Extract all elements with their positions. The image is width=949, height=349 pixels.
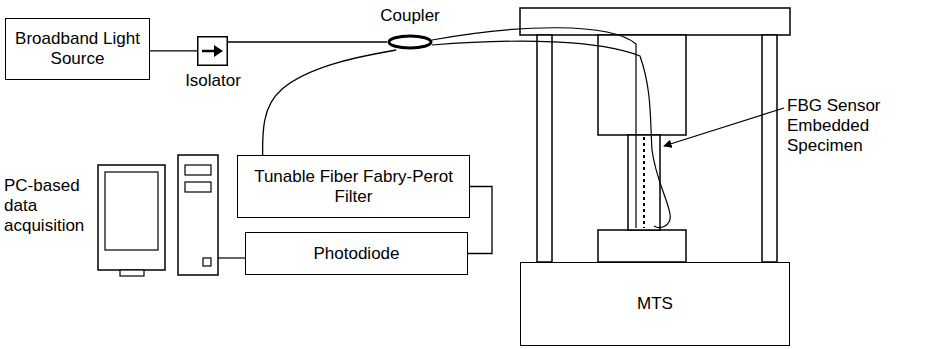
direction-arrowhead xyxy=(214,45,223,57)
pc-tower xyxy=(178,155,218,275)
isolator: Isolator xyxy=(180,36,246,92)
text-group: MTS xyxy=(637,294,673,314)
box-label: Tunable Fiber Fabry-Perot Filter xyxy=(247,167,460,207)
filter-box: Tunable Fiber Fabry-Perot Filter xyxy=(237,155,470,218)
box-label: Photodiode xyxy=(313,244,399,264)
optical-fiber xyxy=(263,50,397,155)
screen xyxy=(105,172,158,250)
direction-arrow xyxy=(202,50,216,53)
coupler-body xyxy=(387,34,433,50)
component-label: Isolator xyxy=(180,71,246,91)
specimen xyxy=(628,135,660,230)
column xyxy=(537,35,552,262)
coupler-symbol xyxy=(387,34,433,50)
coupler-ellipse xyxy=(389,36,431,48)
lower-grip xyxy=(598,230,686,262)
upper-grip xyxy=(598,35,686,135)
optical-fiber xyxy=(150,50,197,51)
component-label: Coupler xyxy=(370,6,450,26)
column xyxy=(762,35,777,262)
monitor-stand xyxy=(120,270,144,276)
coupler: Coupler xyxy=(370,6,450,52)
text-group: Photodiode xyxy=(313,244,399,264)
pc-label: PC-based data acquisition xyxy=(4,176,94,236)
light-source-box: Broadband Light Source xyxy=(5,18,150,80)
crosshead xyxy=(520,8,790,35)
isolator-symbol xyxy=(197,36,228,66)
drive-bay xyxy=(185,165,211,175)
optical-fiber xyxy=(228,41,387,42)
photodiode-box: Photodiode xyxy=(245,232,468,275)
box-label: MTS xyxy=(637,294,673,314)
optical-fiber xyxy=(468,187,492,254)
text-group: Broadband Light Source xyxy=(15,29,140,69)
port xyxy=(203,258,211,266)
box-label: Broadband Light Source xyxy=(15,29,140,69)
fbg-grating xyxy=(643,137,645,228)
text-group: Tunable Fiber Fabry-Perot Filter xyxy=(247,167,460,207)
leader-line xyxy=(664,108,784,146)
specimen-label: FBG Sensor Embedded Specimen xyxy=(787,96,892,156)
drive-bay xyxy=(185,182,211,192)
isolator-box xyxy=(197,36,228,66)
isolator-outline xyxy=(198,37,228,66)
signal-cable xyxy=(218,257,245,258)
monitor xyxy=(98,165,165,270)
mts-base: MTS xyxy=(520,262,790,346)
